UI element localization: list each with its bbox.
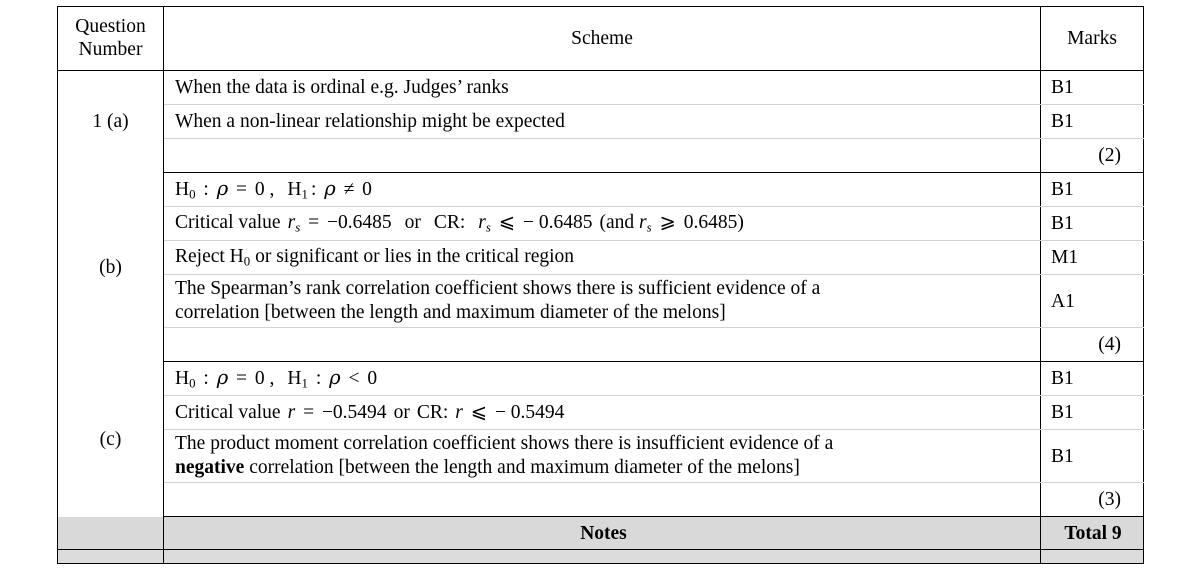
table-row: The Spearman’s rank correlation coeffici… [58, 274, 1144, 328]
subtotal-a: (2) [1040, 138, 1144, 173]
next-section-stub-row [57, 549, 1144, 564]
scheme-c-interpretation: The product moment correlation coefficie… [163, 429, 1041, 483]
mark-b-row1: B1 [1040, 172, 1144, 207]
or-label-b: or [404, 212, 421, 234]
notes-blank-cell [57, 516, 164, 550]
table-row: (2) [58, 138, 1144, 173]
scheme-c-interpretation-line2-tail: correlation [between the length and maxi… [244, 457, 800, 478]
table-row: Critical value rs = −0.6485 or CR: rs ⩽ − 0.… [58, 206, 1144, 241]
critical-value-label-c: Critical value [175, 402, 281, 423]
reject-subscript: 0 [243, 254, 251, 269]
mark-scheme-table: Question Number Scheme Marks 1 (a) When … [57, 6, 1144, 564]
total-marks: Total 9 [1040, 516, 1144, 550]
critical-value-label-b: Critical value [175, 212, 281, 234]
table-row: When a non-linear relationship might be … [58, 104, 1144, 139]
mark-c-row2: B1 [1040, 395, 1144, 430]
mark-scheme-sheet: Question Number Scheme Marks 1 (a) When … [57, 6, 1144, 564]
header-question-number: Question Number [57, 6, 164, 71]
scheme-b-blank [163, 327, 1041, 362]
cr-label-c: CR: [416, 402, 449, 423]
header-question-number-line2: Number [78, 38, 143, 60]
scheme-b-hypotheses: H0 : ρ = 0 , H1: ρ ≠ 0 [163, 172, 1041, 207]
reject-label: Reject H [175, 246, 244, 268]
mark-b-row4: A1 [1040, 274, 1144, 328]
table-row: The product moment correlation coefficie… [58, 429, 1144, 483]
scheme-b-conclusion: Reject H0 or significant or lies in the … [163, 240, 1041, 275]
hypothesis-alt-b: H1: ρ ≠ 0 [287, 176, 372, 202]
hypothesis-separator-b: , [264, 178, 275, 200]
or-label-c: or [393, 402, 410, 423]
scheme-c-interpretation-line2: negative correlation [between the length… [175, 456, 1032, 480]
scheme-b-interpretation: The Spearman’s rank correlation coeffici… [163, 274, 1041, 328]
critical-value-expr-c: r = −0.5494 [287, 402, 387, 423]
scheme-c-blank [163, 482, 1041, 517]
scheme-a-row2: When a non-linear relationship might be … [163, 104, 1041, 139]
mark-c-row3: B1 [1040, 429, 1144, 483]
header-marks: Marks [1040, 6, 1144, 71]
scheme-c-hypotheses: H0 : ρ = 0 , H1 : ρ < 0 [163, 361, 1041, 396]
reject-tail: or significant or lies in the critical r… [250, 246, 575, 268]
table-row: (b) H0 : ρ = 0 , H1: ρ ≠ 0 B1 [57, 172, 1144, 362]
mark-b-row2: B1 [1040, 206, 1144, 241]
header-question-number-line1: Question [75, 16, 146, 38]
table-header-row: Question Number Scheme Marks [57, 6, 1144, 71]
scheme-c-critical-value: Critical value r = −0.5494 or CR: r ⩽ − 0.54… [163, 395, 1041, 430]
scheme-a-row1: When the data is ordinal e.g. Judges’ ra… [163, 70, 1041, 105]
scheme-a-blank [163, 138, 1041, 173]
critical-value-expr-b: rs = −0.6485 [287, 212, 392, 235]
mark-b-row3: M1 [1040, 240, 1144, 275]
hypothesis-separator-c: , [264, 367, 275, 389]
stub-cell-scheme [163, 549, 1041, 564]
table-row: Critical value r = −0.5494 or CR: r ⩽ − 0.54… [58, 395, 1144, 430]
subtotal-c: (3) [1040, 482, 1144, 517]
hypothesis-null-b: H0 : ρ = 0 [175, 176, 265, 202]
critical-region-alt-b: (and rs ⩾ 0.6485) [599, 212, 744, 235]
scheme-b-interpretation-line1: The Spearman’s rank correlation coeffici… [175, 278, 821, 300]
table-row: 1 (a) When the data is ordinal e.g. Judg… [57, 70, 1144, 173]
question-label-b: (b) [57, 172, 164, 362]
scheme-c-interpretation-line1: The product moment correlation coefficie… [175, 433, 834, 455]
table-row: (c) H0 : ρ = 0 , H1 : ρ < 0 B1 [57, 361, 1144, 517]
question-label-c: (c) [57, 361, 164, 517]
notes-footer-row: Notes Total 9 [57, 516, 1144, 550]
critical-region-expr-c: r ⩽ − 0.5494 [455, 402, 565, 423]
table-row: Reject H0 or significant or lies in the … [58, 240, 1144, 275]
mark-a-row2: B1 [1040, 104, 1144, 139]
subtotal-b: (4) [1040, 327, 1144, 362]
mark-a-row1: B1 [1040, 70, 1144, 105]
cr-label-b: CR: [433, 212, 466, 234]
hypothesis-null-c: H0 : ρ = 0 [175, 365, 265, 391]
stub-cell-marks [1040, 549, 1144, 564]
critical-region-expr-b: rs ⩽ − 0.6485 [478, 212, 593, 235]
hypothesis-alt-c: H1 : ρ < 0 [287, 365, 378, 391]
scheme-b-interpretation-line2: correlation [between the length and maxi… [175, 302, 726, 323]
table-row: (4) [58, 327, 1144, 362]
mark-c-row1: B1 [1040, 361, 1144, 396]
header-scheme: Scheme [163, 6, 1041, 71]
table-row: (3) [58, 482, 1144, 517]
notes-label: Notes [163, 516, 1041, 550]
scheme-b-critical-value: Critical value rs = −0.6485 or CR: rs ⩽ − 0.… [163, 206, 1041, 241]
question-label-a: 1 (a) [57, 70, 164, 173]
emphasis-negative: negative [175, 457, 245, 478]
stub-cell-question [57, 549, 164, 564]
